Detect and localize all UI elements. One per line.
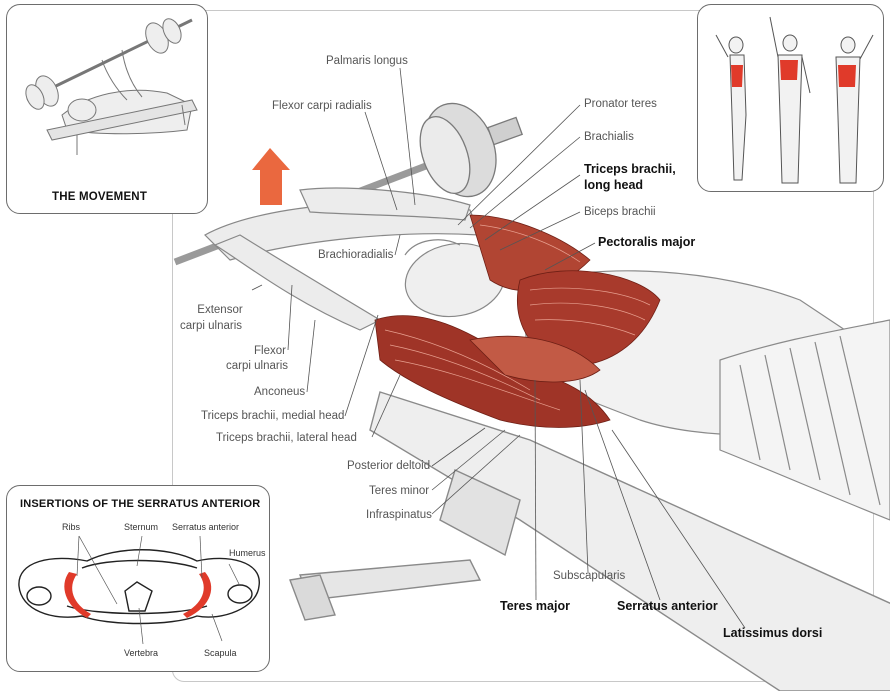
- label-latissimus-dorsi: Latissimus dorsi: [723, 626, 823, 640]
- highlighted-muscles: [731, 60, 856, 87]
- arms: [204, 187, 481, 331]
- leader-lines: [251, 67, 746, 629]
- label-extensor-line1: Extensor: [197, 304, 243, 316]
- label-palmaris-longus: Palmaris longus: [326, 55, 408, 67]
- barbell-illustration: [25, 18, 198, 155]
- label-infraspinatus: Infraspinatus: [366, 509, 432, 521]
- label-triceps-long-line2: long head: [584, 178, 644, 192]
- muscle-striations: [384, 224, 651, 411]
- label-posterior-deltoid: Posterior deltoid: [347, 460, 431, 472]
- label-triceps-medial: Triceps brachii, medial head: [201, 410, 345, 422]
- label-brachialis: Brachialis: [584, 131, 634, 143]
- serratus-inset: INSERTIONS OF THE SERRATUS ANTERIOR Ribs…: [6, 485, 270, 672]
- label-scapula: Scapula: [204, 648, 237, 658]
- label-extensor-line2: carpi ulnaris: [180, 320, 242, 332]
- label-teres-major: Teres major: [500, 599, 570, 613]
- shorts: [719, 319, 890, 521]
- anatomy-figures: [715, 16, 874, 184]
- label-brachioradialis: Brachioradialis: [318, 249, 394, 261]
- label-humerus: Humerus: [229, 548, 266, 558]
- label-serratus-anterior: Serratus anterior: [617, 599, 718, 613]
- anatomy-inset: [697, 4, 884, 192]
- label-biceps-brachii: Biceps brachii: [584, 206, 656, 218]
- label-sternum: Sternum: [124, 522, 159, 532]
- label-flexor-ulnaris-line1: Flexor: [254, 345, 286, 357]
- label-anconeus: Anconeus: [254, 386, 306, 398]
- label-serratus-small: Serratus anterior: [172, 522, 240, 532]
- label-flexor-ulnaris-line2: carpi ulnaris: [226, 360, 288, 372]
- upward-arrow-icon: [252, 148, 290, 205]
- label-subscapularis: Subscapularis: [553, 570, 626, 582]
- serratus-highlight: [64, 572, 212, 618]
- label-triceps-lateral: Triceps brachii, lateral head: [216, 432, 357, 444]
- serratus-inset-title: INSERTIONS OF THE SERRATUS ANTERIOR: [20, 498, 261, 510]
- muscles: [374, 214, 661, 428]
- thorax-cross-section: [18, 535, 260, 645]
- label-teres-minor: Teres minor: [369, 485, 430, 497]
- label-vertebra: Vertebra: [124, 648, 159, 658]
- label-flexor-carpi-radialis: Flexor carpi radialis: [272, 100, 372, 112]
- label-triceps-long-line1: Triceps brachii,: [584, 162, 676, 176]
- label-ribs: Ribs: [62, 522, 81, 532]
- label-pronator-teres: Pronator teres: [584, 98, 657, 110]
- movement-inset: THE MOVEMENT: [6, 4, 208, 214]
- movement-caption: THE MOVEMENT: [52, 191, 148, 203]
- label-pectoralis-major: Pectoralis major: [598, 235, 696, 249]
- bench: [289, 391, 890, 691]
